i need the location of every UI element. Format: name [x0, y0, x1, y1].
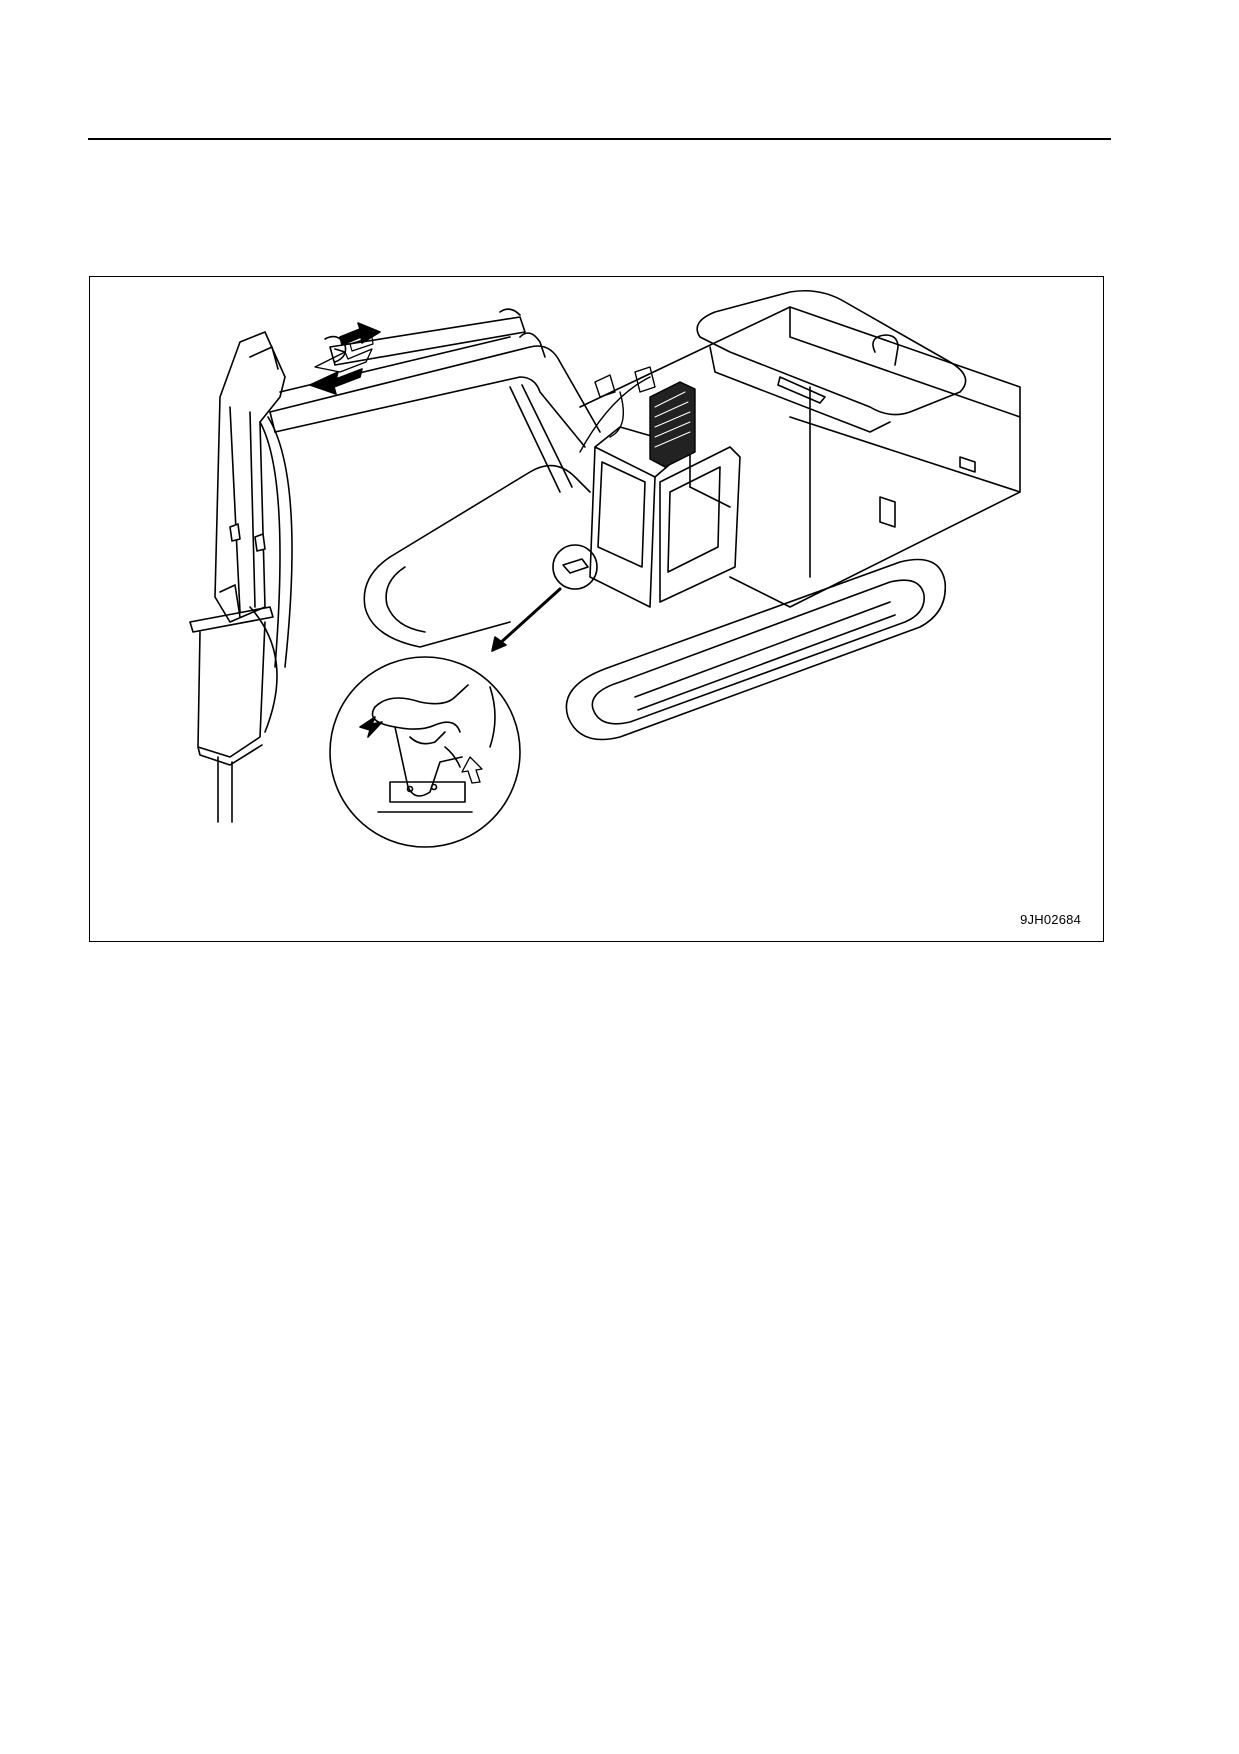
control-valve [579, 366, 696, 468]
boom [269, 308, 601, 493]
figure-id-label: 9JH02684 [1020, 912, 1081, 927]
excavator-breaker-illustration [189, 289, 1021, 848]
arm [214, 331, 293, 668]
header-rule [88, 138, 1111, 140]
pedal-detail-circle [329, 656, 521, 848]
figure-frame: 9JH02684 [89, 276, 1104, 942]
detail-pointer-arrow [491, 544, 598, 652]
rear-track [363, 464, 591, 648]
front-track [565, 558, 947, 741]
upper-structure [579, 289, 1021, 608]
flow-arrows [309, 322, 381, 395]
hydraulic-breaker [189, 584, 278, 823]
